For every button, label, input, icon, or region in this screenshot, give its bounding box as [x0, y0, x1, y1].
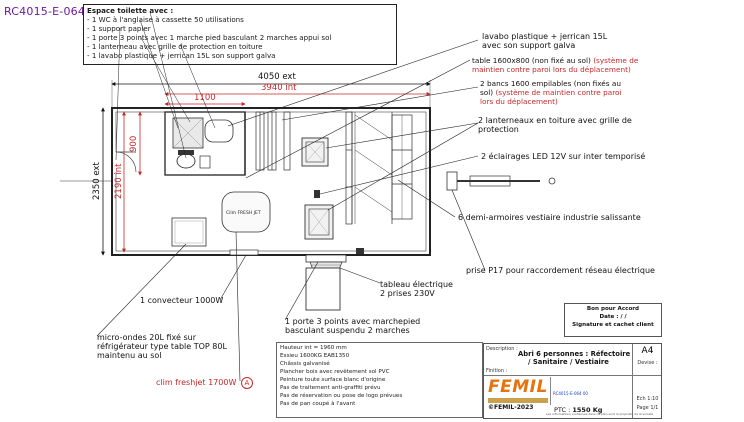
note-line: Peinture toute surface blanc d'origine: [280, 377, 386, 383]
footer-note: Les informations contenues dans ce plan …: [546, 412, 654, 416]
toilet-depth-label: 900: [129, 135, 139, 152]
freshjet-mark: A: [240, 377, 253, 389]
callout-line: lavabo plastique + jerrican 15L: [482, 32, 608, 41]
led-light: [314, 190, 320, 198]
callout-line: sol): [480, 88, 494, 97]
width-ext-label: 2350 ext: [92, 162, 102, 200]
toilet-spec-box: Espace toilette avec : - 1 WC à l'anglai…: [83, 4, 397, 65]
weight: PTC : 1550 Kg: [554, 406, 602, 414]
spec-title: Espace toilette avec :: [87, 6, 174, 15]
weight-label: PTC :: [554, 406, 571, 414]
skylight-1: [301, 137, 329, 167]
table-label: Cilm FRESH JET: [226, 210, 261, 216]
title-block: Description : Abri 6 personnes : Réfecto…: [483, 343, 662, 419]
page-number: Page 1/1: [636, 405, 659, 411]
skylight-2: [304, 204, 334, 240]
spec-line: - 1 lanterneau avec grille de protection…: [87, 42, 263, 51]
approval-box: Bon pour Accord Date : / / Signature et …: [564, 303, 662, 337]
spec-line: - 1 lavabo plastique + jerrican 15L son …: [87, 51, 276, 60]
description-line: Abri 6 personnes : Réfectoire: [518, 350, 631, 358]
length-int-label: 3940 int: [261, 83, 297, 93]
copyright: ©FEMIL-2023: [488, 404, 534, 411]
callout-line-red: lors du déplacement): [480, 97, 558, 106]
scale: Ech 1:10: [636, 396, 659, 402]
approval-signature: Signature et cachet client: [572, 322, 654, 328]
note-line: Hauteur int = 1960 mm: [280, 345, 347, 351]
note-line: Plancher bois avec revêtement sol PVC: [280, 369, 390, 375]
approval-date: Date : / /: [599, 314, 627, 320]
notes-box: Hauteur int = 1960 mm Essieu 1600KG EAB1…: [276, 342, 483, 418]
weight-value: 1550 Kg: [572, 406, 603, 414]
callout-line-red: maintien contre paroi lors du déplacemen…: [472, 65, 631, 74]
callout-line: avec son support galva: [482, 41, 576, 50]
revision-box: RC4015-E-064 00: [550, 377, 597, 405]
note-line: Pas de traitement anti-graffiti prévu: [280, 385, 381, 391]
width-int-label: 2190 int: [114, 163, 124, 199]
callout-lanterneaux: 2 lanterneaux en toiture avec grille de …: [478, 116, 632, 134]
spec-line: - 1 WC à l'anglaise à cassette 50 utilis…: [87, 15, 244, 24]
callout-porte: 1 porte 3 points avec marchepied bascula…: [285, 317, 420, 335]
spec-line: - 1 support papier: [87, 24, 151, 33]
callout-line: tableau électrique: [380, 280, 453, 289]
table: [221, 191, 271, 233]
callout-line: 2 lanterneaux en toiture avec grille de: [478, 116, 632, 125]
callout-line: 2 bancs 1600 empilables (non fixés au: [480, 79, 622, 88]
callout-line: protection: [478, 125, 519, 134]
format: A4: [641, 346, 654, 356]
callout-line-red: (système de: [590, 56, 639, 65]
callout-line: table 1600x800 (non fixé au sol): [472, 56, 591, 65]
callout-bancs: 2 bancs 1600 empilables (non fixés au so…: [480, 79, 622, 106]
callout-prise: prise P17 pour raccordement réseau élect…: [466, 266, 655, 275]
description-label: Description :: [486, 346, 518, 352]
callout-line: réfrigérateur type table TOP 80L: [97, 342, 227, 351]
plug-assembly: [446, 171, 556, 191]
description-text: Abri 6 personnes : Réfectoire / Sanitair…: [518, 350, 630, 366]
fridge-microwave: [171, 217, 207, 247]
callout-tableau: tableau électrique 2 prises 230V: [380, 280, 453, 298]
note-line: Châssis galvanisé: [280, 361, 330, 367]
finition-label: Finition :: [486, 368, 508, 374]
callout-convecteur: 1 convecteur 1000W: [140, 296, 224, 305]
note-line: Pas de pan coupé à l'avant: [280, 401, 356, 407]
callout-line: maintenu au sol: [97, 351, 162, 360]
callout-line: basculant suspendu 2 marches: [285, 326, 410, 335]
callout-line: 2 prises 230V: [380, 289, 435, 298]
leader-lines: [96, 39, 486, 382]
convector: [229, 249, 259, 256]
callout-armoires: 6 demi-armoires vestiaire industrie sali…: [458, 213, 641, 222]
callout-table: table 1600x800 (non fixé au sol) (systèm…: [472, 56, 638, 74]
callout-freshjet: clim freshjet 1700W A: [156, 377, 253, 389]
electrical-panel: [305, 267, 341, 311]
callout-line: 1 porte 3 points avec marchepied: [285, 317, 421, 326]
approval-title: Bon pour Accord: [586, 306, 640, 312]
callout-microondes: micro-ondes 20L fixé sur réfrigérateur t…: [97, 333, 227, 360]
spec-line: - 1 porte 3 points avec 1 marche pied ba…: [87, 33, 332, 42]
callout-line-red: (système de maintien contre paroi: [493, 88, 622, 97]
callout-line-red: clim freshjet 1700W: [156, 378, 237, 387]
ref-small: RC4015-E-064 00: [553, 391, 588, 396]
bench-stack: [255, 111, 291, 171]
drawing-reference: RC4015-E-064: [4, 5, 86, 18]
container-outline: [111, 107, 431, 256]
toilet-width-label: 1100: [194, 93, 216, 103]
callout-lavabo: lavabo plastique + jerrican 15L avec son…: [482, 32, 607, 50]
length-ext-label: 4050 ext: [258, 72, 296, 82]
description-line: / Sanitaire / Vestiaire: [528, 358, 609, 366]
wc: [176, 153, 196, 169]
note-line: Essieu 1600KG EAB1350: [280, 353, 350, 359]
callout-line: micro-ondes 20L fixé sur: [97, 333, 196, 342]
callout-eclairages: 2 éclairages LED 12V sur inter temporisé: [481, 152, 646, 161]
note-line: Pas de réservation ou pose de logo prévu…: [280, 393, 403, 399]
devise-label: Devise :: [637, 360, 658, 366]
femil-logo: FEMIL: [488, 377, 548, 397]
lockers: [345, 111, 413, 225]
lavabo: [204, 119, 234, 143]
